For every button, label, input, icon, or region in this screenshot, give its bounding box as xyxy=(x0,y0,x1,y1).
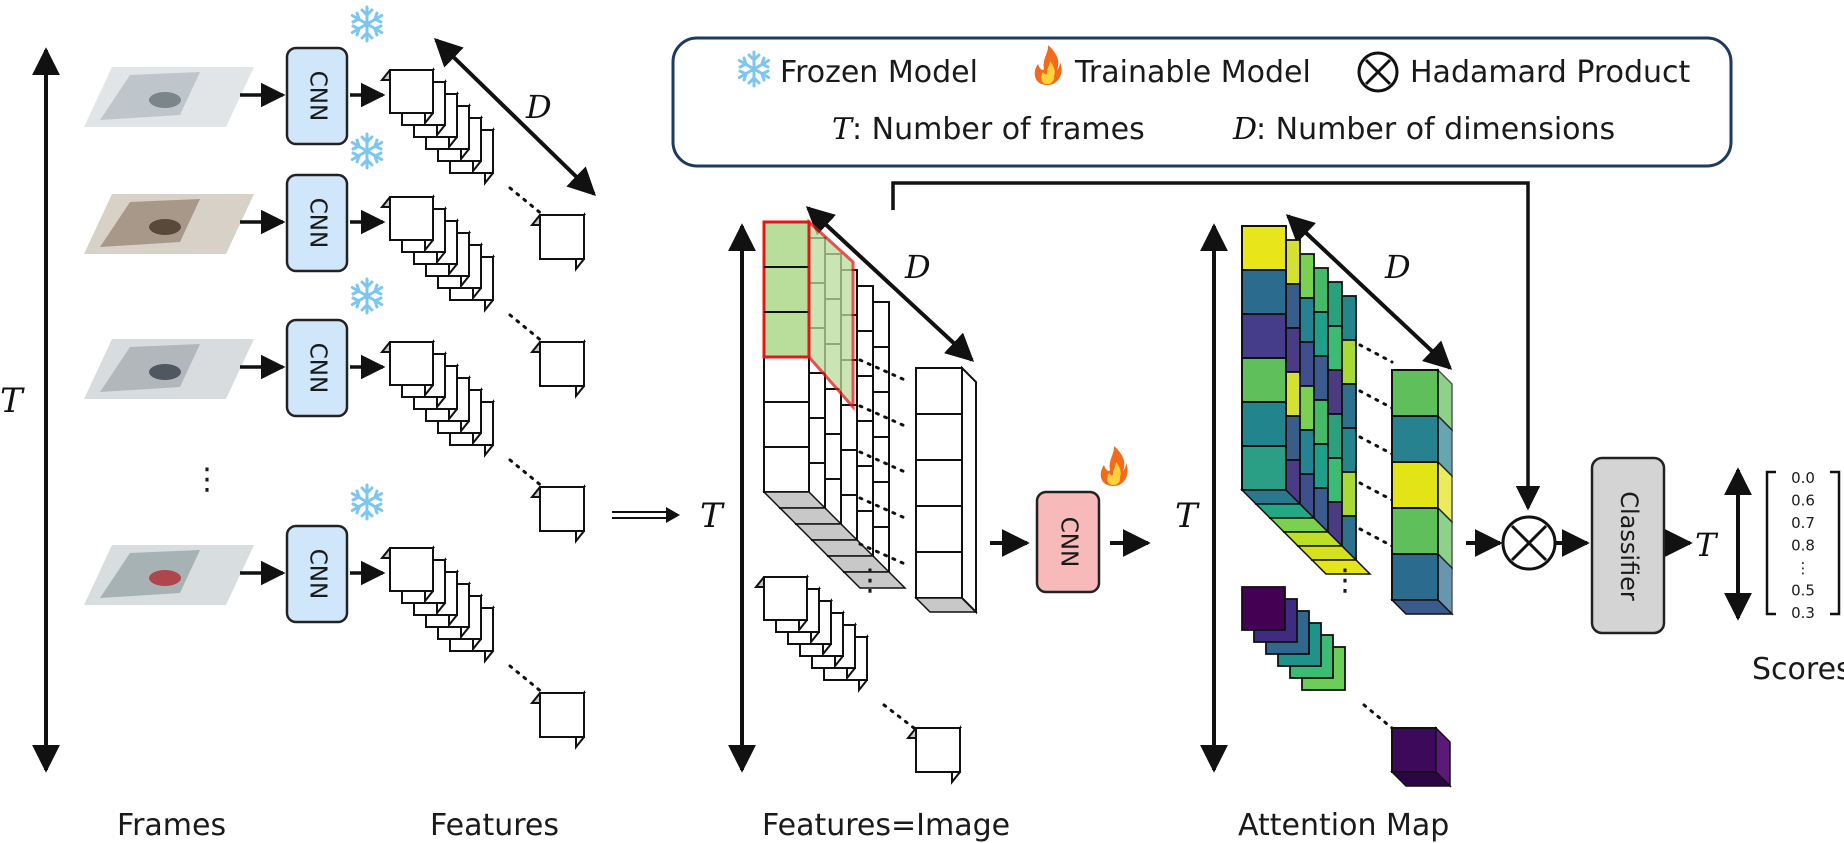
score-value: 0.3 xyxy=(1791,604,1815,622)
frozen-cnn-label: CNN xyxy=(305,343,331,393)
frames-d-axis-arrow xyxy=(433,38,597,196)
frame-thumbnail xyxy=(84,67,254,127)
score-value: 0.5 xyxy=(1791,582,1815,600)
attention-d-label: D xyxy=(1384,248,1411,286)
image-end-cell xyxy=(915,367,963,415)
attention-d-axis-arrow xyxy=(1285,214,1453,370)
attention-lower-cell xyxy=(1241,586,1286,631)
vertical-ellipsis-image: ⋮ xyxy=(855,563,885,598)
attention-cell xyxy=(1241,445,1287,491)
frozen-cnn-block: CNN xyxy=(285,173,349,273)
feature-vector xyxy=(379,67,496,186)
vertical-ellipsis-attention: ⋮ xyxy=(1330,563,1360,598)
attention-end-cell xyxy=(1391,507,1439,555)
image-d-label: D xyxy=(904,248,931,286)
attention-cell xyxy=(1241,269,1287,315)
trainable-cnn-block: CNN xyxy=(1035,490,1101,594)
score-value: 0.7 xyxy=(1791,514,1815,532)
legend-frozen-label: Frozen Model xyxy=(780,55,978,90)
flow-arrow-to-image xyxy=(612,507,680,523)
feature-end-cell xyxy=(529,484,587,544)
frame-row: CNN xyxy=(84,277,587,544)
score-value: 0.0 xyxy=(1791,469,1815,487)
attention-cell xyxy=(1241,313,1287,359)
feature-cell xyxy=(379,545,436,604)
legend-trainable-label: Trainable Model xyxy=(1074,55,1311,90)
image-d-axis-arrow xyxy=(805,206,975,362)
attention-cell xyxy=(1241,401,1287,447)
frame-thumbnail xyxy=(84,545,254,605)
attention-t-axis-label: T xyxy=(1175,496,1200,536)
frame-thumbnail xyxy=(84,194,254,254)
attention-cell xyxy=(1241,357,1287,403)
attention-caption: Attention Map xyxy=(1238,808,1449,843)
attention-lower-end-cell xyxy=(1391,727,1437,773)
image-end-cell xyxy=(915,505,963,553)
feature-cell xyxy=(379,339,436,398)
feature-end-cell xyxy=(529,339,587,399)
frames-d-label: D xyxy=(525,88,552,126)
attention-end-cell xyxy=(1391,369,1439,417)
classifier-t-label: T xyxy=(1695,526,1719,564)
feature-end-cell xyxy=(529,690,587,750)
feature-cell xyxy=(379,194,436,253)
score-value: ⋮ xyxy=(1796,559,1811,577)
skip-connection-arrow xyxy=(891,181,1541,511)
frozen-cnn-block: CNN xyxy=(285,46,349,146)
classifier-label: Classifier xyxy=(1615,491,1643,601)
legend-t-symbol: T xyxy=(832,112,854,147)
snowflake-icon xyxy=(350,277,384,315)
hadamard-product-icon xyxy=(1501,515,1557,571)
feature-cell xyxy=(379,67,436,126)
frame-row: CNN xyxy=(84,132,587,399)
score-value: 0.6 xyxy=(1791,492,1815,510)
legend-hadamard-label: Hadamard Product xyxy=(1410,55,1691,90)
score-vector: 0.0 0.6 0.7 0.8 ⋮ 0.5 0.3 xyxy=(1765,469,1841,622)
image-lower-end-cell xyxy=(905,725,963,785)
hadamard-product-icon xyxy=(1357,51,1399,93)
features-caption: Features xyxy=(430,808,559,843)
snowflake-icon xyxy=(350,483,384,521)
feature-end-cell xyxy=(529,212,587,272)
snowflake-icon xyxy=(350,5,384,43)
feature-cell xyxy=(753,574,810,633)
kernel-highlight xyxy=(762,218,855,411)
image-end-cell xyxy=(915,459,963,507)
attention-end-cell xyxy=(1391,415,1439,463)
feature-vector xyxy=(379,545,496,664)
image-t-axis-label: T xyxy=(700,496,725,536)
score-value: 0.8 xyxy=(1791,537,1815,555)
frozen-cnn-label: CNN xyxy=(305,71,331,121)
legend-d-symbol: D xyxy=(1232,112,1257,147)
frozen-cnn-label: CNN xyxy=(305,198,331,248)
frames-t-axis-label: T xyxy=(0,381,25,421)
legend-d-desc: : Number of dimensions xyxy=(1256,112,1615,147)
attention-end-cell xyxy=(1391,553,1439,601)
image-end-cell xyxy=(915,551,963,599)
vertical-ellipsis-frames: ⋮ xyxy=(192,462,222,497)
frame-row: CNN xyxy=(84,483,587,750)
feature-vector xyxy=(379,339,496,458)
frozen-cnn-label: CNN xyxy=(305,549,331,599)
classifier-block: Classifier xyxy=(1590,456,1666,635)
attention-cell xyxy=(1241,225,1287,271)
feature-vector xyxy=(379,194,496,313)
flame-icon xyxy=(1100,446,1128,486)
legend-t-desc: : Number of frames xyxy=(852,112,1145,147)
attention-end-cell xyxy=(1391,461,1439,509)
image-end-cell xyxy=(915,413,963,461)
trainable-cnn-label: CNN xyxy=(1056,517,1082,567)
frozen-cnn-block: CNN xyxy=(285,318,349,418)
frozen-cnn-block: CNN xyxy=(285,524,349,624)
frame-thumbnail xyxy=(84,339,254,399)
legend-box: Frozen Model Trainable Model Hadamard Pr… xyxy=(671,36,1733,168)
scores-caption: Scores xyxy=(1752,652,1844,687)
image-caption: Features=Image xyxy=(762,808,1010,843)
frames-caption: Frames xyxy=(117,808,226,843)
image-lower-vector xyxy=(753,574,870,693)
snowflake-icon xyxy=(350,132,384,170)
